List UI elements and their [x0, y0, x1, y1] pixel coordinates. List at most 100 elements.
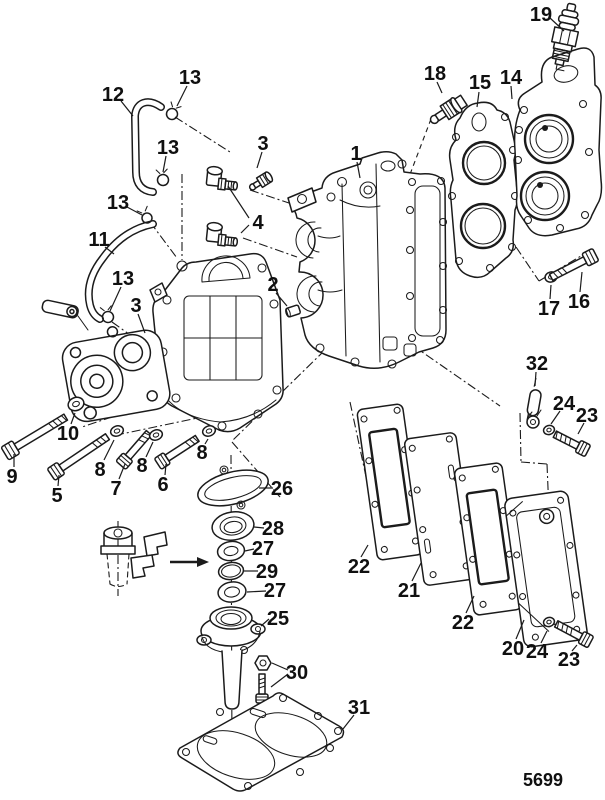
callout-number: 29: [256, 561, 278, 583]
pin-32: [526, 389, 542, 429]
callout-13-3: 13: [107, 192, 143, 216]
gasket-26: [197, 465, 269, 510]
retaining-clips: [130, 531, 168, 579]
callout-leader-line: [164, 463, 167, 476]
callout-9: 9: [6, 454, 18, 488]
callout-leader-line: [70, 412, 76, 425]
callout-number: 4: [252, 212, 264, 234]
callout-number: 3: [130, 295, 141, 317]
callout-number: 8: [136, 455, 147, 477]
callout-26: 26: [259, 478, 293, 500]
hose-clip-13-d: [99, 305, 115, 324]
elbow-fitting-4-b: [205, 221, 239, 247]
spark-plug: [550, 2, 580, 72]
exhaust-cover-20: [504, 490, 588, 648]
callout-number: 7: [110, 478, 121, 500]
callout-8: 8: [94, 439, 115, 481]
callout-leader-line: [57, 474, 60, 487]
callout-leader-line: [534, 371, 537, 387]
callout-29: 29: [244, 561, 278, 583]
exhaust-gasket-22-b: [453, 462, 523, 616]
bolt-23-upper: [552, 430, 591, 457]
callout-number: 12: [102, 84, 124, 106]
bolt-7: [115, 429, 153, 470]
callout-leader-line: [120, 100, 134, 117]
callout-leader-line: [256, 151, 263, 169]
nut-30: [254, 655, 272, 671]
crankcase: [149, 252, 284, 433]
bolt-5: [47, 433, 111, 481]
callout-leader-line: [356, 161, 361, 179]
callout-leader-line: [246, 590, 267, 593]
callout-19: 19: [530, 4, 565, 32]
callout-leader-line: [145, 441, 154, 458]
callout-number: 9: [6, 466, 17, 488]
callout-12: 12: [102, 84, 134, 117]
bolt-16: [548, 248, 599, 282]
callout-13-4: 13: [109, 268, 134, 312]
fitting-18: [429, 94, 468, 125]
callout-22: 22: [348, 544, 370, 578]
callout-leader-line: [275, 292, 288, 307]
callout-number: 13: [112, 268, 134, 290]
cylinder-block: [287, 150, 448, 369]
callout-23-2: 23: [558, 644, 580, 671]
callout-number: 8: [196, 442, 207, 464]
callout-leader-line: [260, 618, 270, 627]
callout-22-2: 22: [452, 595, 475, 634]
callout-leader-line: [549, 284, 552, 300]
callout-leader-line: [579, 271, 583, 293]
callout-leader-line: [436, 81, 443, 94]
callout-number: 18: [424, 63, 446, 85]
callout-leader-line: [109, 286, 122, 312]
callout-leader-line: [476, 91, 480, 108]
callout-number: 23: [558, 649, 580, 671]
callout-number: 31: [348, 697, 370, 719]
washer-27-b: [217, 581, 247, 603]
callout-leader-line: [270, 673, 289, 688]
assembly-arrow: [170, 557, 209, 567]
callout-leader-line: [549, 17, 565, 32]
callout-leader-line: [510, 85, 513, 100]
callout-3: 3: [256, 133, 269, 169]
callout-leader-line: [126, 206, 143, 216]
callout-28: 28: [253, 518, 284, 540]
callout-leader-line: [342, 714, 355, 730]
callout-leader-line: [118, 463, 126, 480]
callout-leader-line: [577, 422, 585, 435]
cylinder-head: [513, 47, 603, 237]
callout-leader-line: [360, 544, 369, 558]
callout-number: 28: [262, 518, 284, 540]
bolt-23-lower: [553, 620, 594, 648]
hose-clip-13-a: [165, 101, 182, 121]
callout-8-3: 8: [196, 438, 209, 464]
callout-number: 24: [526, 641, 549, 663]
callout-leader-line: [411, 562, 422, 582]
callout-25: 25: [260, 608, 289, 630]
callout-23: 23: [576, 405, 598, 435]
bolt-30: [255, 673, 269, 704]
callout-leader-line: [137, 313, 146, 334]
callout-number: 23: [576, 405, 598, 427]
callout-leader-line: [104, 246, 115, 255]
callout-leader-line: [465, 595, 475, 614]
callout-number: 17: [538, 298, 560, 320]
callout-leader-line: [271, 662, 289, 671]
crankshaft-end: [100, 526, 136, 588]
hose-clip-13-c: [136, 205, 153, 224]
callout-14: 14: [500, 67, 523, 100]
callout-6: 6: [157, 463, 169, 496]
callout-number: 25: [267, 608, 289, 630]
callout-2: 2: [267, 274, 288, 307]
callout-20: 20: [502, 619, 525, 660]
diagram-number: 5699: [523, 770, 563, 790]
callout-16: 16: [568, 271, 590, 313]
callout-leader-line: [162, 155, 167, 173]
washer-27-a: [216, 540, 246, 562]
washer-8-b: [148, 429, 164, 441]
callout-leader-line: [253, 526, 265, 529]
callout-number: 5: [51, 485, 62, 507]
callout-leader-line: [204, 438, 209, 445]
callout-7: 7: [110, 463, 126, 500]
